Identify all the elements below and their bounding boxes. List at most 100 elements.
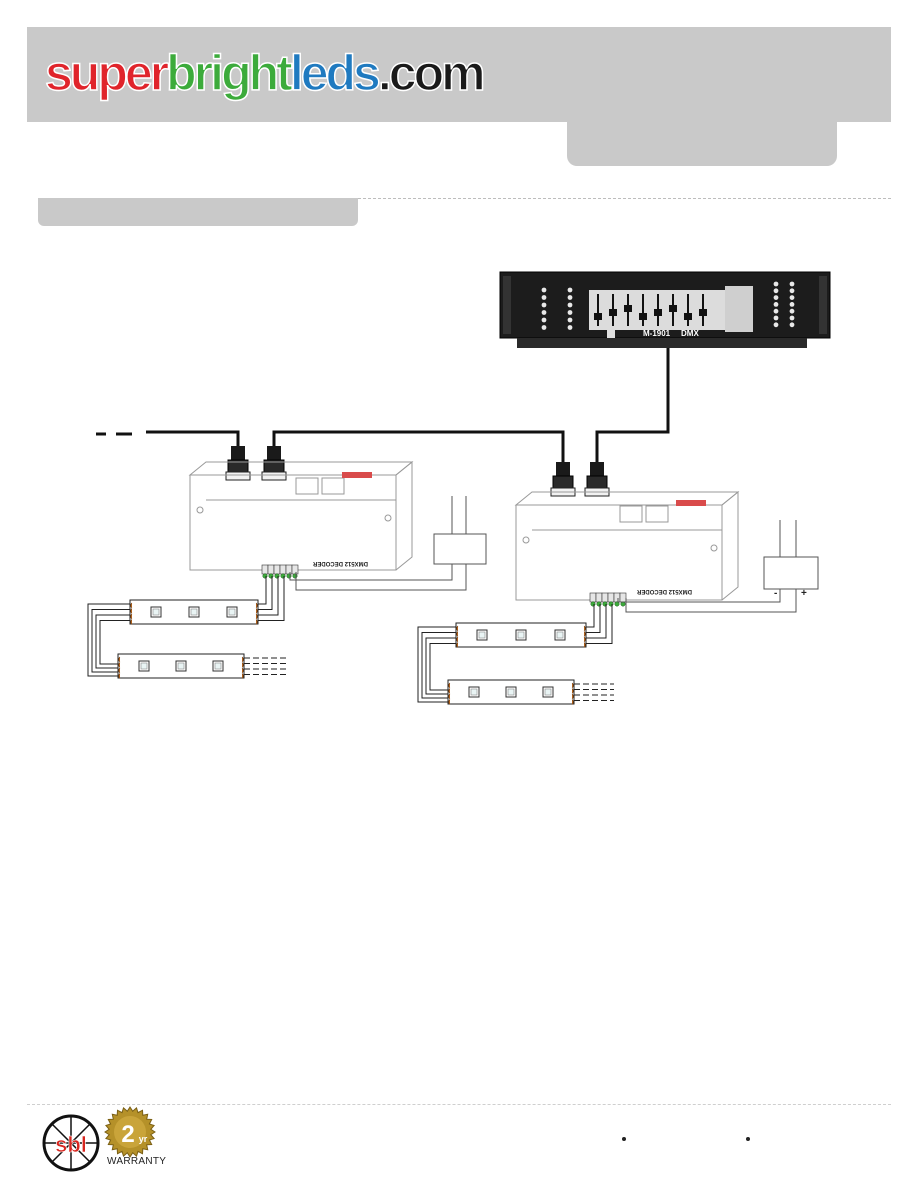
wire (417, 626, 456, 703)
xlr-plug (267, 446, 281, 460)
xlr-plug (231, 446, 245, 460)
led-chip-core (507, 688, 515, 696)
terminal-screw (596, 601, 602, 607)
power-supply-1 (289, 496, 487, 591)
controller-button (789, 302, 795, 307)
controller-button (773, 281, 779, 287)
solder-pad (456, 636, 459, 643)
led-chip-core (556, 631, 564, 639)
solder-pad (456, 642, 459, 648)
wire (87, 603, 130, 677)
controller-button (789, 281, 795, 287)
terminal (619, 592, 627, 603)
solder-pad (130, 613, 133, 620)
solder-pad (456, 625, 459, 632)
controller-button (773, 288, 779, 294)
controller-dmx-label: DMX (681, 329, 699, 338)
decoder-1-label: DMX512 DECODER (312, 560, 368, 566)
led-chip-core (190, 608, 198, 616)
controller-button (789, 295, 795, 300)
terminal-screw (268, 573, 274, 579)
logo-word-bright: bright (165, 45, 293, 101)
xlr-connectors (225, 446, 610, 497)
led-chip-core (478, 631, 486, 639)
warranty-years: 2 (121, 1121, 134, 1148)
controller-button (567, 302, 573, 308)
solder-pad (448, 688, 451, 694)
controller-button (541, 310, 547, 315)
wire (586, 604, 613, 644)
controller-button (567, 287, 573, 293)
decoder-1: DMX512 DECODER (188, 460, 414, 571)
solder-pad (255, 602, 258, 609)
controller-button (773, 315, 779, 321)
terminal-screw (262, 573, 268, 579)
solder-pad (571, 693, 574, 700)
solder-pad (118, 662, 121, 668)
terminal-screw (608, 601, 614, 607)
wire (425, 637, 456, 695)
terminal (607, 592, 615, 603)
solder-pad (118, 656, 121, 663)
controller-button (773, 295, 779, 300)
controller-fader-knob (699, 309, 707, 316)
solder-pad (130, 619, 133, 625)
controller-button (789, 308, 795, 314)
solder-pad (130, 608, 133, 614)
terminal (291, 564, 299, 575)
controller-model-label: M-1901 (643, 329, 671, 338)
led-chip-core (140, 662, 148, 670)
wire (429, 643, 456, 691)
terminal-screw (286, 573, 292, 579)
brand-logo[interactable]: superbrightleds.com (44, 45, 486, 101)
solder-pad (456, 631, 459, 637)
solder-pad (118, 667, 121, 674)
controller-button (541, 302, 547, 308)
wire (95, 614, 130, 669)
solder-pad (241, 673, 244, 679)
controller-button (567, 317, 573, 323)
wire (258, 576, 279, 616)
controller-fader-knob (654, 309, 662, 316)
terminal (589, 592, 597, 603)
terminal (613, 592, 621, 603)
solder-pad (241, 662, 244, 668)
terminal (595, 592, 603, 603)
ps2-plus-label: + (801, 588, 807, 599)
solder-pad (255, 613, 258, 620)
controller-fader-knob (624, 305, 632, 312)
controller-button (541, 317, 547, 323)
dmx-cables (96, 348, 670, 462)
ps2-minus-label: - (774, 588, 777, 599)
wire (91, 609, 130, 673)
section-tab (38, 198, 358, 226)
solder-pad (241, 656, 244, 663)
controller-fader-knob (594, 313, 602, 320)
controller-fader-knob (669, 305, 677, 312)
led-strips (87, 576, 614, 705)
wire (258, 576, 267, 605)
controller-fader-knob (609, 309, 617, 316)
terminal (279, 564, 287, 575)
led-chip-core (470, 688, 478, 696)
solder-pad (448, 682, 451, 689)
dmx-controller: M-1901 DMX (499, 271, 831, 348)
terminal (601, 592, 609, 603)
wire (586, 604, 595, 628)
solder-pad (448, 693, 451, 700)
controller-button (789, 288, 795, 294)
logo-word-leds: leds (289, 45, 382, 101)
controller-button (773, 322, 779, 328)
terminal-screw (274, 573, 280, 579)
xlr-plug (590, 462, 604, 476)
sbl-logo-text: sbl (55, 1132, 87, 1157)
wire (586, 604, 601, 633)
xlr-socket (261, 471, 287, 481)
controller-button (789, 315, 795, 321)
sbl-logo-icon: sbl (42, 1114, 100, 1172)
terminal (261, 564, 269, 575)
controller-button (773, 308, 779, 314)
warranty-label: WARRANTY (107, 1156, 167, 1167)
logo-word-super: super (44, 45, 170, 101)
controller-button (567, 325, 573, 330)
